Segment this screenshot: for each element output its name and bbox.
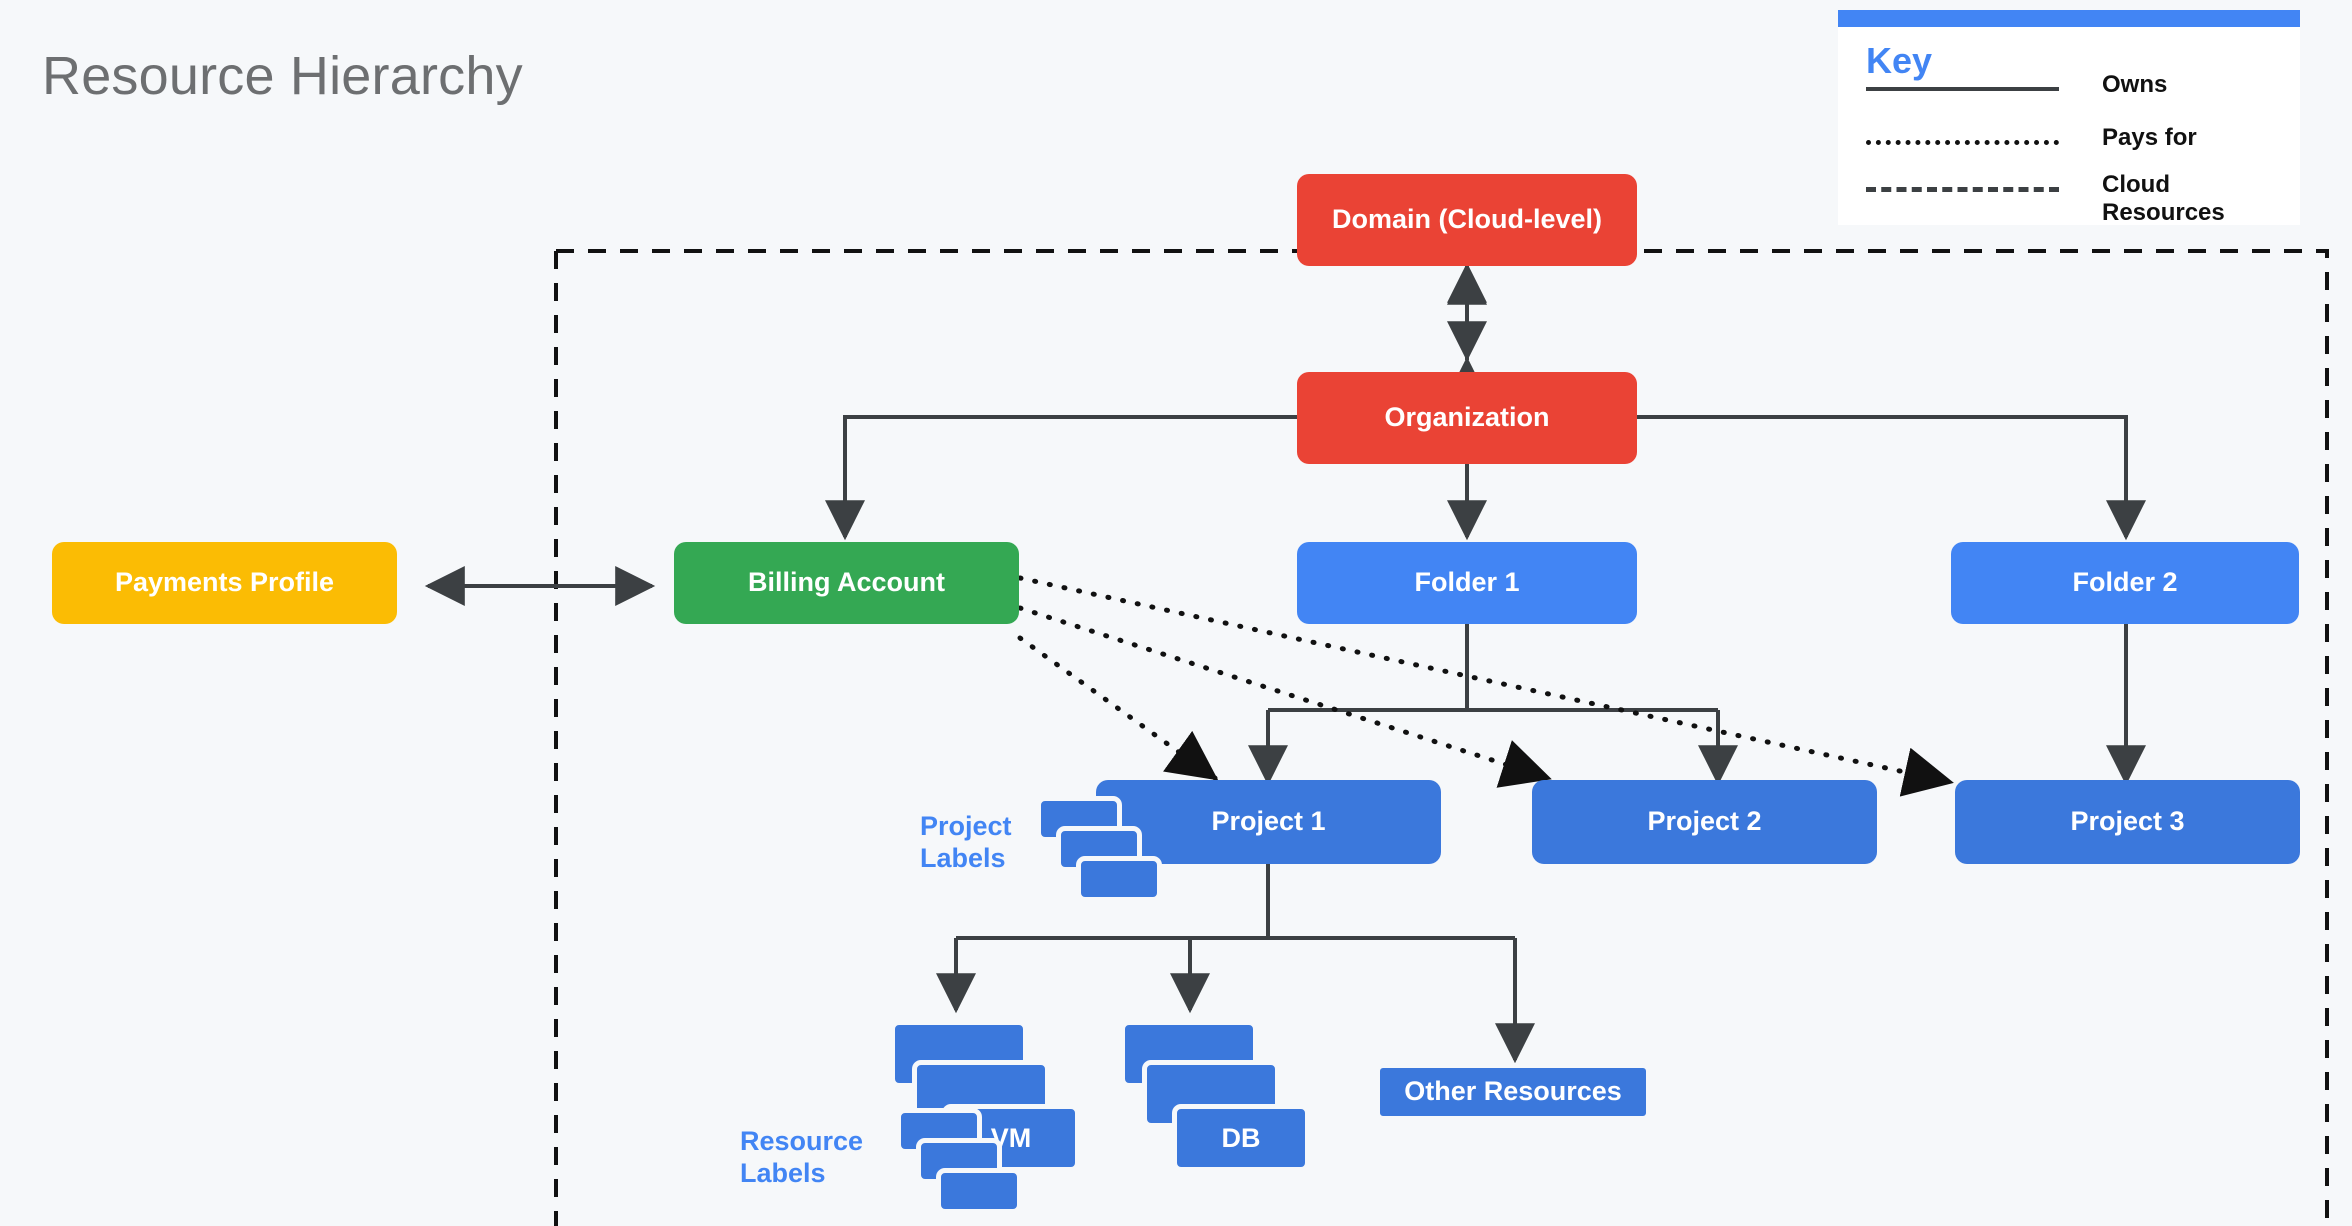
resource-label-chip-3 [936,1168,1022,1214]
resource-labels-line-1: Resource [740,1126,864,1156]
project-label-chip-3 [1076,856,1162,902]
project-labels-line-2: Labels [920,843,1006,874]
key-label-owns: Owns [2102,71,2168,98]
key-row-cloud-resources: Cloud Resources [1838,168,2300,226]
key-row-owns: Owns [1838,68,2300,108]
key-line-dotted-icon [1866,140,2059,145]
node-other-resources[interactable]: Other Resources [1375,1063,1651,1121]
key-row-pays-for: Pays for [1838,121,2300,161]
node-project-3-label: Project 3 [2070,806,2185,837]
key-label-pays-for: Pays for [2102,124,2197,151]
node-billing-account-label: Billing Account [748,567,945,598]
node-project-3[interactable]: Project 3 [1955,780,2300,864]
node-project-1-label: Project 1 [1211,806,1326,837]
node-payments-profile[interactable]: Payments Profile [52,542,397,624]
key-title: Key [1866,40,1933,81]
key-legend: Key Owns Pays for Cloud Resources [1838,10,2300,226]
key-header-bar [1838,10,2300,27]
node-project-2[interactable]: Project 2 [1532,780,1877,864]
page-title: Resource Hierarchy [42,46,523,106]
node-folder-2[interactable]: Folder 2 [1951,542,2299,624]
node-other-resources-label: Other Resources [1404,1076,1622,1107]
db-chip-front: DB [1172,1104,1310,1172]
node-organization[interactable]: Organization [1297,372,1637,464]
resource-labels-line-2: Labels [740,1158,826,1189]
node-domain[interactable]: Domain (Cloud-level) [1297,174,1637,266]
key-line-solid-icon [1866,87,2059,91]
key-line-dashed-icon [1866,187,2059,192]
project-labels-line-1: Project [920,811,1012,841]
node-folder-1[interactable]: Folder 1 [1297,542,1637,624]
project-labels-text: Project Labels [920,810,1060,875]
key-label-cloud-resources: Cloud Resources [2102,171,2225,226]
node-folder-1-label: Folder 1 [1414,567,1520,598]
node-organization-label: Organization [1384,402,1550,433]
edge-folder1-projects [1248,624,1738,786]
resource-labels-stack [896,1108,1026,1218]
node-project-2-label: Project 2 [1647,806,1762,837]
db-resource-stack[interactable]: DB [1120,1020,1370,1172]
node-folder-2-label: Folder 2 [2072,567,2178,598]
resource-labels-text: Resource Labels [740,1125,900,1190]
node-db-label: DB [1221,1122,1261,1153]
node-billing-account[interactable]: Billing Account [674,542,1019,624]
node-payments-profile-label: Payments Profile [114,567,335,598]
node-domain-label: Domain (Cloud-level) [1331,204,1602,235]
